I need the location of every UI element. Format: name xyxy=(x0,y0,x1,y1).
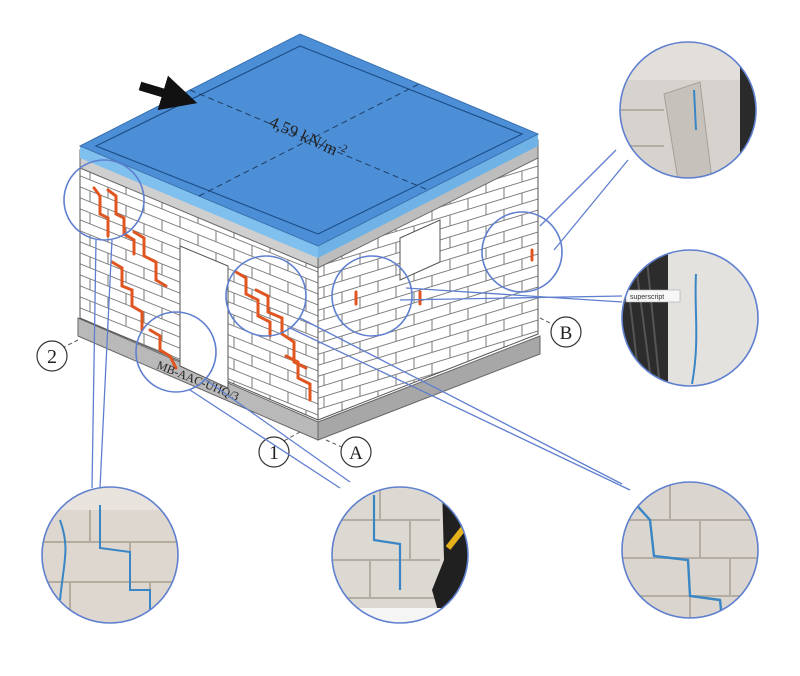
photo-tag-label: superscript xyxy=(630,294,664,301)
base-slab-right xyxy=(317,335,541,441)
crack-corner-1 xyxy=(92,186,110,238)
axis-2-line xyxy=(61,339,79,349)
photo-detail-center xyxy=(621,481,759,619)
photo-detail-door xyxy=(331,486,469,624)
crack-pattern xyxy=(92,186,534,402)
crack-center-1 xyxy=(234,270,272,338)
axis-B-label: B xyxy=(560,323,573,344)
axis-markers: 2 1 A B xyxy=(36,316,582,468)
axis-2-circle xyxy=(36,340,68,372)
load-arrow xyxy=(138,75,198,111)
leader-lines xyxy=(91,149,631,491)
axis-1-circle xyxy=(258,436,290,468)
axis-A-label: A xyxy=(349,443,363,464)
callout-door xyxy=(135,311,217,393)
callout-window xyxy=(331,255,413,337)
door-opening xyxy=(179,245,229,389)
roof-centerline-2 xyxy=(198,83,420,197)
axis-1-line xyxy=(281,431,301,443)
callout-center xyxy=(225,255,307,337)
callout-circles xyxy=(63,159,563,393)
axis-2-label: 2 xyxy=(47,346,57,368)
photo-detail-corner xyxy=(41,486,179,624)
crack-pier-left xyxy=(110,260,144,332)
crack-center-3 xyxy=(284,354,312,402)
roof-edge-left xyxy=(80,146,318,258)
photo-detail-window: superscript xyxy=(621,249,759,387)
axis-B-circle xyxy=(550,316,582,348)
roof-inner-border xyxy=(94,45,524,235)
roof-centerline-1 xyxy=(189,89,429,191)
axis-A-circle xyxy=(340,436,372,468)
photo-detail-right-end xyxy=(619,41,757,179)
crack-door-corner xyxy=(148,328,178,370)
axis-1-label: 1 xyxy=(269,442,279,464)
callout-corner xyxy=(63,159,145,241)
crack-corner-2 xyxy=(106,188,136,256)
roof-edge-right xyxy=(318,134,538,258)
crack-pier-left-2 xyxy=(132,230,168,288)
roof-load-exponent: -2 xyxy=(336,141,349,156)
callout-right-end xyxy=(481,211,563,293)
window-opening xyxy=(399,219,441,281)
axis-A-line xyxy=(325,439,345,449)
